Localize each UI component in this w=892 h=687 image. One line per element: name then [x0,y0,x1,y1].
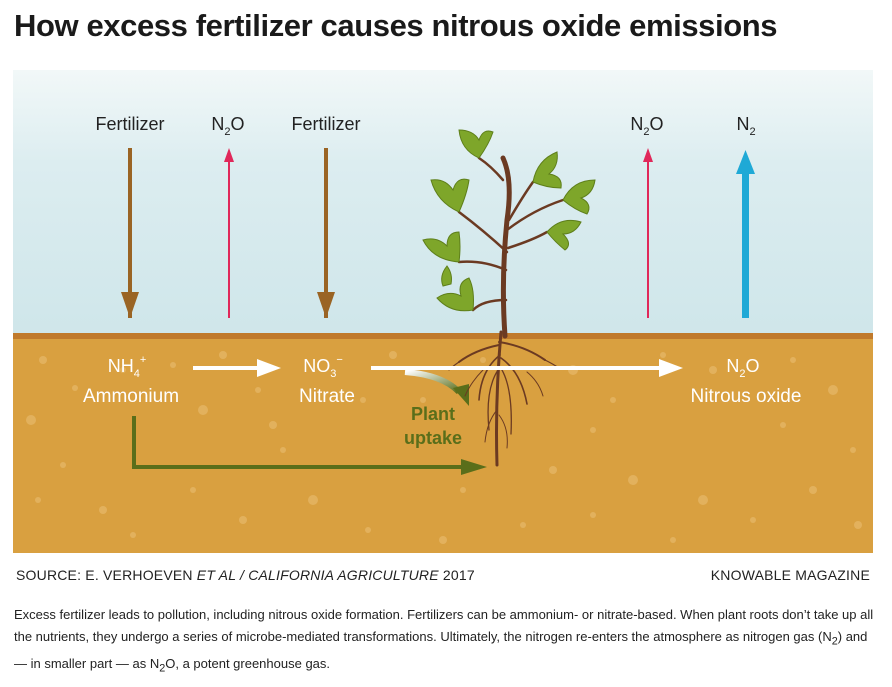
fertilizer-arrow-left [121,148,139,318]
n2o-label-left: N2O [211,114,244,138]
plant-illustration [422,129,596,467]
fertilizer-label-left: Fertilizer [95,114,164,134]
fertilizer-arrow-middle [317,148,335,318]
nitrate-name: Nitrate [299,386,355,407]
ammonium-formula: NH4+ [108,354,147,380]
publisher-credit: KNOWABLE MAGAZINE [710,567,870,583]
plant-uptake-label-line1: Plant [411,404,455,424]
plant-branches [457,156,565,312]
ammonium-name: Ammonium [83,386,179,407]
n2o-arrow-right [643,148,653,318]
nitrate-to-nitrous-oxide-arrow [371,359,683,377]
n2-label: N2 [736,114,755,138]
n2o-label-right: N2O [630,114,663,138]
fertilizer-label-middle: Fertilizer [291,114,360,134]
sky-background [13,70,873,336]
ammonium-uptake-arrow [132,416,487,475]
ammonium-to-nitrate-arrow [193,359,281,377]
nitrous-oxide-name: Nitrous oxide [691,386,802,407]
n2o-arrow-left [224,148,234,318]
plant-roots [448,330,560,467]
soil-surface-line [13,333,873,339]
plant-uptake-label-line2: uptake [404,428,462,448]
fertilizer-diagram: Fertilizer Fertilizer N2O N2O N2 [13,70,873,553]
nitrate-formula: NO3− [303,354,343,380]
nitrous-oxide-formula: N2O [726,356,759,380]
caption-text: Excess fertilizer leads to pollution, in… [14,607,874,675]
source-credit: SOURCE: E. VERHOEVEN ET AL / CALIFORNIA … [16,567,475,583]
nitrate-uptake-arrow [404,369,469,406]
plant-stem [500,155,512,339]
plant-leaves [422,129,596,312]
page-title: How excess fertilizer causes nitrous oxi… [14,8,778,43]
soil-background [13,336,873,553]
n2-arrow [736,150,755,318]
